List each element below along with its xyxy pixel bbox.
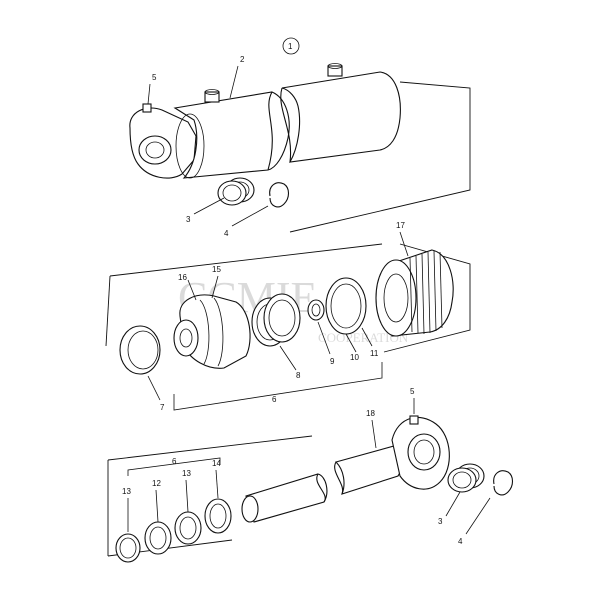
thread-lines (409, 250, 443, 335)
callout-5-bottom: 5 (410, 387, 415, 396)
port-icon (204, 91, 220, 103)
callout-4-top: 4 (224, 229, 229, 238)
callout-13-left: 13 (122, 487, 131, 496)
callout-11: 11 (370, 349, 379, 358)
callout-14: 14 (212, 459, 221, 468)
callout-17: 17 (396, 221, 405, 230)
callout-8: 8 (296, 371, 301, 380)
callout-16: 16 (178, 273, 187, 282)
cylinder-tube-assembly (129, 63, 471, 233)
callout-7: 7 (160, 403, 165, 412)
view-number-badge: 1 (282, 37, 300, 55)
callout-9: 9 (330, 357, 335, 366)
callout-2: 2 (240, 55, 245, 64)
grease-nipple-icon (409, 415, 419, 425)
piston-rod-assembly (107, 398, 514, 563)
piston-seal-assembly (105, 231, 471, 411)
callout-15: 15 (212, 265, 221, 274)
callout-6-mid: 6 (272, 395, 277, 404)
callout-12: 12 (152, 479, 161, 488)
callout-18: 18 (366, 409, 375, 418)
callout-3-bottom: 3 (438, 517, 443, 526)
callout-13-right: 13 (182, 469, 191, 478)
port-icon (327, 65, 343, 77)
callout-5-top: 5 (152, 73, 157, 82)
callout-3-top: 3 (186, 215, 191, 224)
watermark-sub: COOPERATION (318, 330, 409, 345)
grease-nipple-icon (142, 103, 152, 113)
view-number: 1 (288, 42, 293, 51)
callout-4-bottom: 4 (458, 537, 463, 546)
callout-6-bottom: 6 (172, 457, 177, 466)
callout-10: 10 (350, 353, 359, 362)
